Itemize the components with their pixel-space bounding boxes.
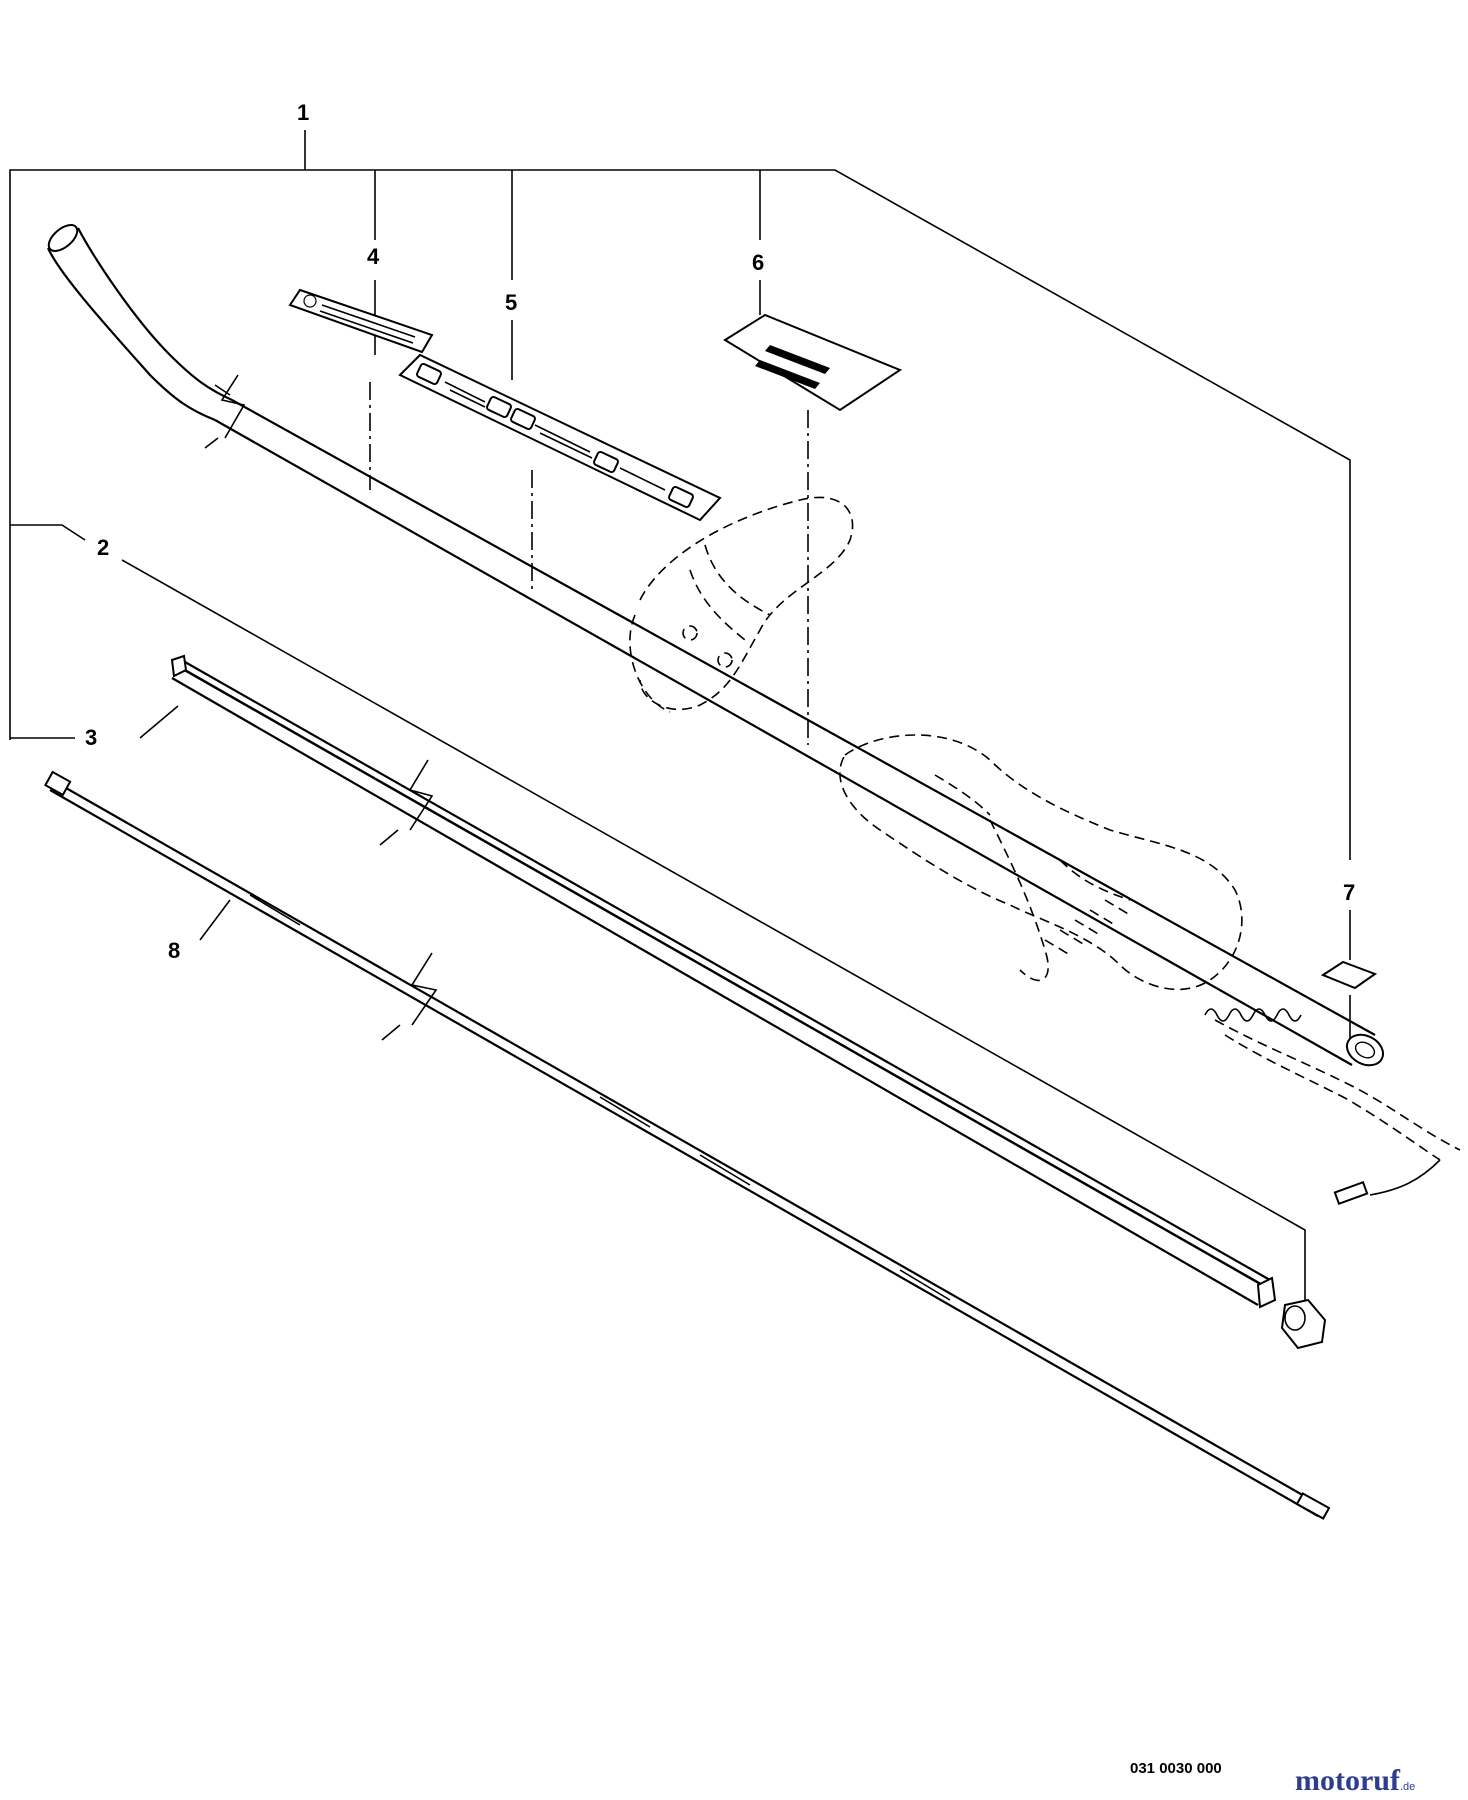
callout-2: 2 [97,535,109,560]
drive-shaft [44,770,1331,1520]
bushing [1280,1298,1327,1350]
instruction-decal [398,353,722,522]
shaft-tube [46,224,1385,1067]
callout-3: 3 [85,725,97,750]
watermark-logo: motoruf.de [1295,1764,1415,1798]
phantom-front-handle [629,496,854,713]
warning-decal [288,288,434,354]
watermark-tld: .de [1399,1781,1416,1793]
callout-1: 1 [297,100,309,125]
leader-lines [9,130,1351,1300]
callout-6: 6 [752,250,764,275]
small-label [1320,960,1378,990]
callout-4: 4 [367,244,380,269]
phantom-cable [1204,1008,1461,1206]
drawing-number: 031 0030 000 [1130,1760,1222,1777]
watermark-name: motoruf [1295,1764,1400,1797]
callout-8: 8 [168,938,180,963]
brand-decal [723,313,903,412]
phantom-rear-grip [839,734,1243,991]
callout-7: 7 [1343,880,1355,905]
callout-5: 5 [505,290,517,315]
liner [170,654,1277,1309]
callout-labels: 1 2 3 4 5 6 7 8 [85,100,1355,963]
